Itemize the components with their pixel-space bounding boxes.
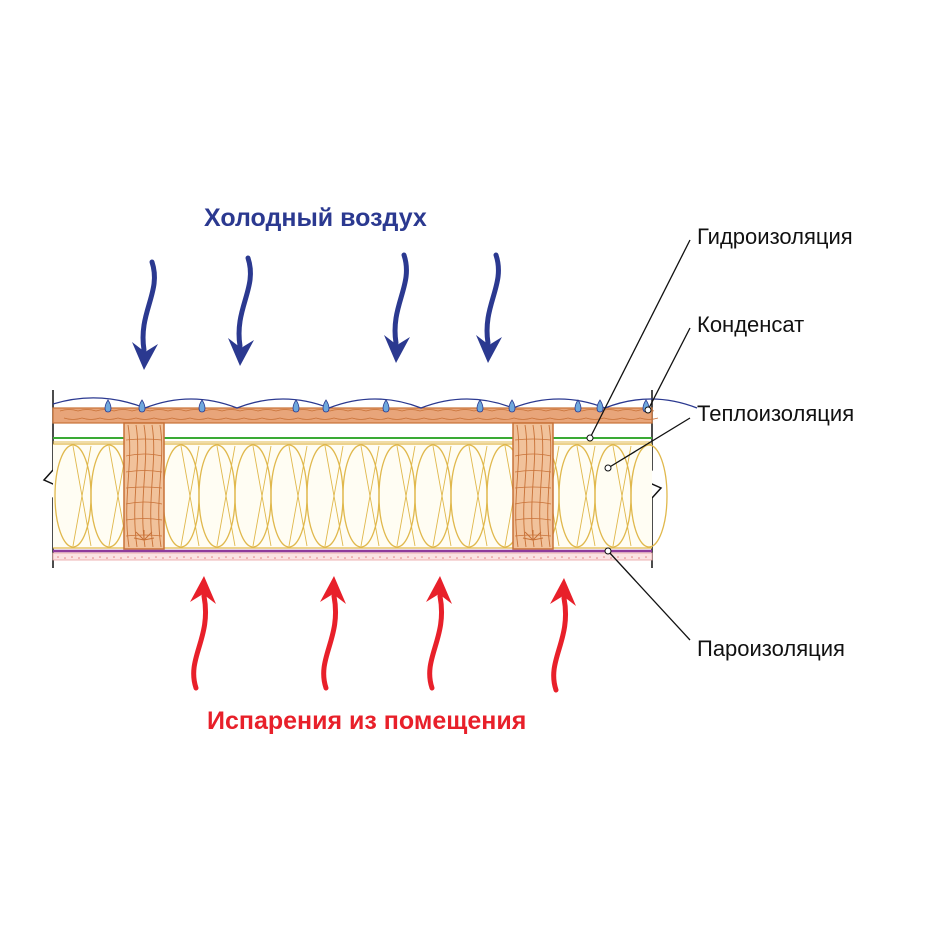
label-waterproofing: Гидроизоляция (697, 224, 853, 249)
leader-hydro (586, 239, 691, 442)
cold-arrow-icon (384, 252, 410, 363)
leader-condensate (644, 327, 691, 414)
droplet-icon (292, 399, 300, 413)
warm-arrow-icon (190, 576, 216, 691)
roofing-sheet (52, 397, 698, 409)
droplet-icon (476, 399, 484, 413)
droplet-icon (138, 399, 146, 413)
cold-arrow-icon (476, 252, 502, 363)
warm-arrows (190, 576, 576, 693)
warm-arrow-icon (426, 576, 452, 691)
droplet-icon (382, 399, 390, 413)
cold-arrow-icon (132, 259, 158, 370)
leader-vapor (604, 547, 691, 641)
leader-lines (586, 239, 691, 641)
roof-section (42, 390, 698, 568)
label-thermal-insulation: Теплоизоляция (697, 401, 855, 426)
rafter-left (123, 422, 165, 550)
leader-thermal (604, 417, 691, 472)
droplet-icon (322, 399, 330, 413)
droplet-icon (596, 399, 604, 413)
cold-arrow-icon (228, 255, 254, 366)
room-vapor-title: Испарения из помещения (207, 707, 527, 735)
droplet-icon (508, 399, 516, 413)
label-vapor-barrier: Пароизоляция (697, 636, 845, 661)
cold-arrows (132, 252, 502, 370)
droplet-icon (198, 399, 206, 413)
warm-arrow-icon (550, 578, 576, 693)
droplet-icon (574, 399, 582, 413)
warm-arrow-icon (320, 576, 346, 691)
droplet-icon (104, 399, 112, 413)
condensate-droplets (104, 399, 650, 413)
label-condensate: Конденсат (697, 312, 805, 337)
sheathing-grain (59, 409, 659, 420)
cold-air-title: Холодный воздух (204, 204, 427, 232)
rafter-right (512, 422, 554, 550)
